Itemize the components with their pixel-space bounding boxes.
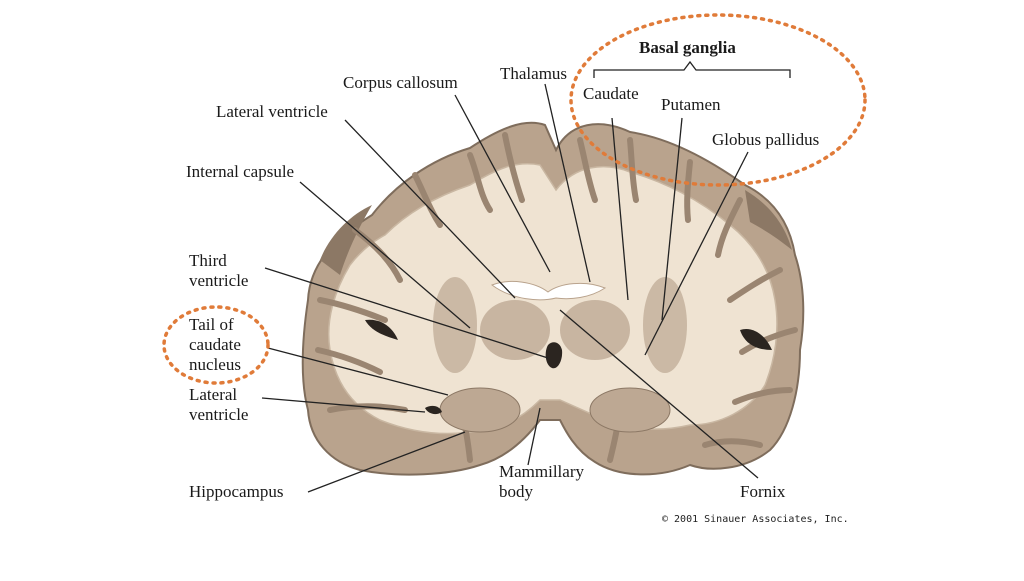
copyright-notice: © 2001 Sinauer Associates, Inc. — [662, 514, 849, 525]
label-globus-pallidus: Globus pallidus — [712, 130, 820, 149]
label-internal-capsule: Internal capsule — [186, 162, 295, 181]
basal-ganglia-highlight — [569, 13, 867, 187]
sulci — [315, 132, 798, 463]
label-thalamus: Thalamus — [500, 64, 568, 83]
label-tail-of-caudate-2: caudate — [189, 335, 241, 354]
thalamus-right — [560, 300, 630, 360]
cortex-dark-right — [745, 190, 792, 250]
label-third-ventricle-2: ventricle — [189, 271, 249, 290]
label-lateral-ventricle-bottom-1: Lateral — [189, 385, 238, 404]
label-lateral-ventricle-top: Lateral ventricle — [216, 102, 328, 121]
label-tail-of-caudate-3: nucleus — [189, 355, 241, 374]
third-ventricle — [545, 342, 563, 369]
label-corpus-callosum: Corpus callosum — [343, 73, 458, 92]
putamen-right — [643, 277, 687, 373]
tail-of-caudate-highlight — [162, 305, 270, 385]
hippocampus-left — [439, 387, 521, 433]
sylvian-dark-left — [365, 319, 398, 340]
lateral-ventricles — [490, 281, 607, 301]
label-mammillary-body-1: Mammillary — [499, 462, 584, 481]
cortex-dark-left — [320, 205, 372, 275]
label-basal-ganglia: Basal ganglia — [639, 38, 736, 57]
putamen-left — [433, 277, 477, 373]
thalamus-left — [480, 300, 550, 360]
label-hippocampus: Hippocampus — [189, 482, 284, 501]
leader-lines — [261, 83, 759, 493]
label-tail-of-caudate-1: Tail of — [189, 315, 234, 334]
label-putamen: Putamen — [661, 95, 721, 114]
label-caudate: Caudate — [583, 84, 639, 103]
label-fornix: Fornix — [740, 482, 786, 501]
label-third-ventricle-1: Third — [189, 251, 227, 270]
label-lateral-ventricle-bottom-2: ventricle — [189, 405, 249, 424]
hippocampus-right — [589, 387, 671, 433]
label-mammillary-body-2: body — [499, 482, 533, 501]
lateral-ventricle-temporal — [425, 405, 442, 415]
sylvian-dark-right — [740, 328, 772, 350]
basal-ganglia-brace — [593, 60, 791, 78]
